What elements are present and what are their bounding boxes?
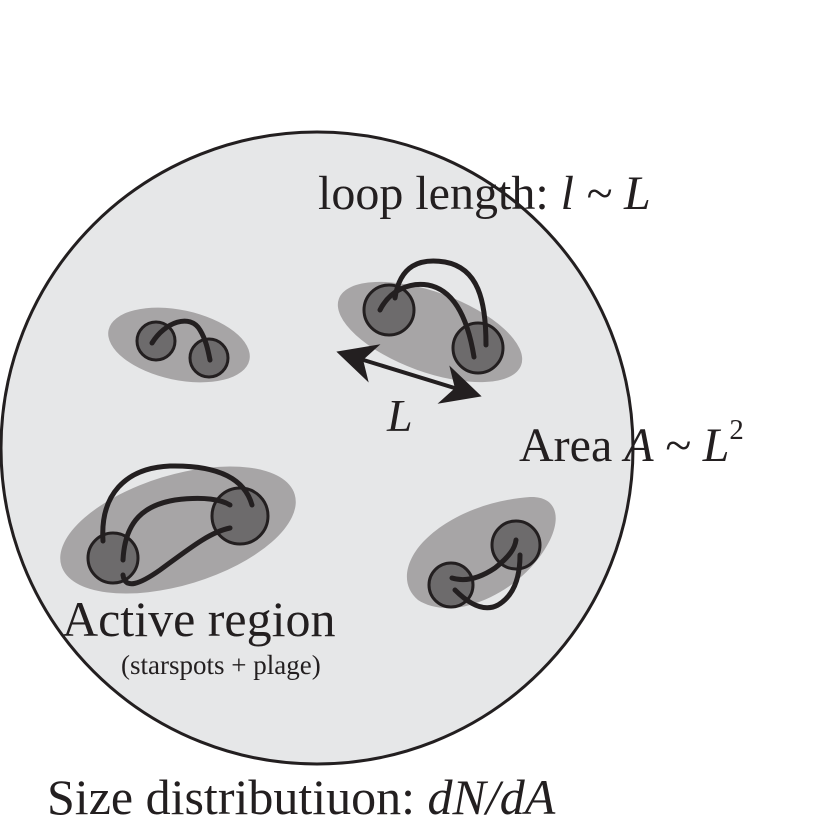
loop-length-label: loop length: l ~ L — [318, 170, 651, 218]
size-distribution-label: Size distributiuon: dN/dA — [47, 772, 555, 822]
magnetic-loop — [392, 258, 489, 348]
loop-length-text: loop length: — [318, 167, 561, 220]
active-region-sublabel: (starspots + plage) — [121, 650, 321, 680]
magnetic-loop — [449, 537, 519, 583]
size-distribution-math: dN/dA — [427, 769, 556, 825]
active-region-bottom-left — [60, 463, 296, 594]
area-label: Area A ~ L2 — [519, 416, 744, 472]
length-arrow — [336, 344, 482, 404]
active-region-bottom-right — [406, 496, 556, 611]
magnetic-loop — [452, 552, 523, 611]
active-region-label: Active region — [62, 591, 336, 647]
length-L-label: L — [387, 390, 413, 441]
starspot — [210, 486, 270, 546]
magnetic-loop — [100, 463, 255, 544]
area-exponent: 2 — [729, 414, 744, 447]
magnetic-loop — [377, 281, 477, 360]
area-text: Area — [519, 419, 625, 472]
size-distribution-text: Size distributiuon: — [47, 769, 428, 825]
starspot — [451, 321, 505, 375]
magnetic-loop — [120, 495, 233, 563]
magnetic-loop — [120, 525, 233, 587]
starspot — [362, 283, 416, 337]
area-math: A ~ L — [624, 419, 730, 472]
magnetic-loop — [149, 318, 213, 363]
loop-length-math: l ~ L — [560, 167, 651, 220]
starspot — [86, 531, 140, 585]
active-region-top-left — [108, 307, 250, 383]
